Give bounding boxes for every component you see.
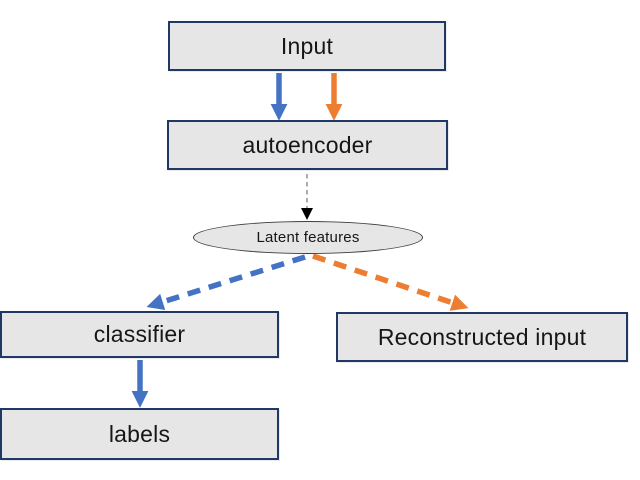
autoencoder-node: autoencoder: [167, 120, 448, 170]
edge-latent-to-reconstructed: [312, 253, 469, 311]
arrowhead-latent-icon: [301, 208, 313, 220]
reconstructed-input-node: Reconstructed input: [336, 312, 628, 362]
edge-latent-to-classifier: [146, 254, 306, 311]
labels-node: labels: [0, 408, 279, 460]
classifier-node: classifier: [0, 311, 279, 358]
input-node: Input: [168, 21, 446, 71]
latent-features-node: Latent features: [193, 221, 423, 254]
